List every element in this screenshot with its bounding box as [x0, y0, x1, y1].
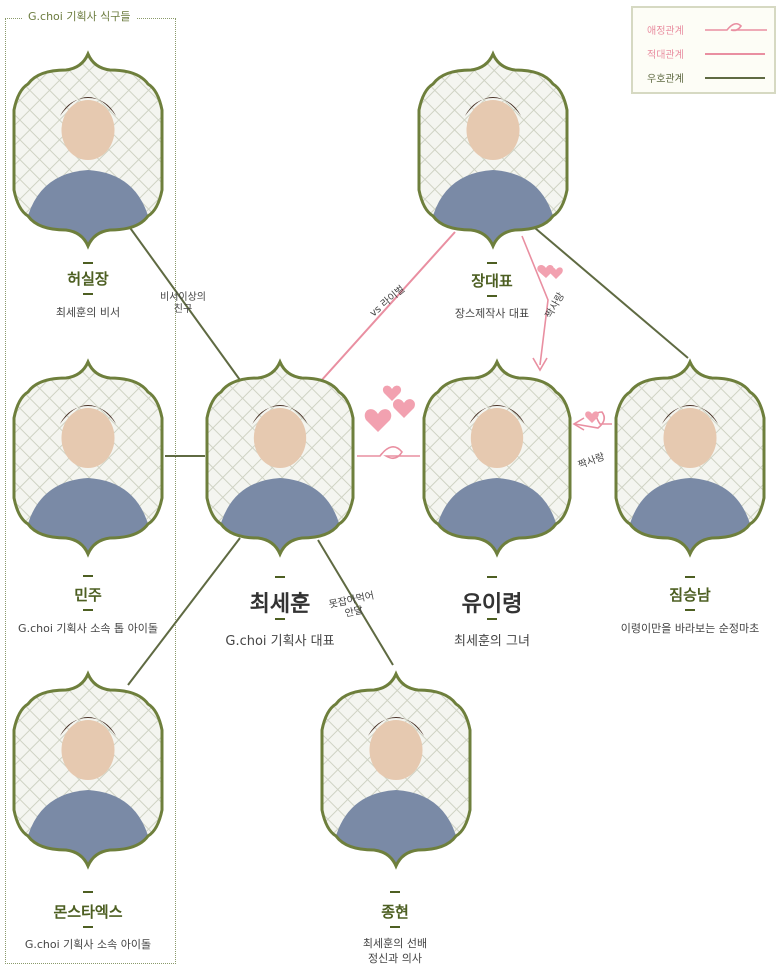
desc-monstax: G.choi 기획사 소속 아이돌	[24, 938, 152, 951]
link-choi-yu-love	[357, 446, 420, 460]
dash-minju	[83, 575, 93, 577]
legend-love-line	[705, 22, 767, 32]
dash-jimseungnam-2	[685, 609, 695, 611]
legend-love-label: 애정관계	[647, 26, 684, 37]
dash-jimseungnam	[685, 576, 695, 578]
portrait-frame-shape	[320, 670, 472, 870]
dash-jonghyeon-2	[390, 926, 400, 928]
arrow-jim-yu	[572, 417, 585, 431]
portrait-frame-shape	[614, 358, 766, 558]
name-minju: 민주	[74, 586, 102, 604]
dash-choisehun	[275, 576, 285, 578]
legend-rival-label: 적대관계	[647, 50, 684, 61]
heart-icon	[549, 267, 563, 279]
portrait-frame-heosiljang	[10, 50, 166, 250]
portrait-frame-shape	[12, 50, 164, 250]
legend-friend-line	[705, 77, 765, 79]
dash-jonghyeon	[390, 891, 400, 893]
dash-heosiljang	[83, 262, 93, 264]
link-jong-choi	[317, 539, 394, 666]
link-jang-choi-rival	[319, 231, 456, 383]
portrait-frame-jimseungnam	[612, 358, 768, 558]
name-monstax: 몬스타엑스	[53, 903, 123, 921]
portrait-frame-shape	[12, 670, 164, 870]
portrait-frame-shape	[12, 358, 164, 558]
desc-choisehun: G.choi 기획사 대표	[225, 634, 335, 649]
dash-jangdaepyo-2	[487, 295, 497, 297]
link-jang-jim	[534, 227, 689, 359]
portrait-frame-jonghyeon	[318, 670, 474, 870]
portrait-frame-shape	[422, 358, 572, 558]
portrait-frame-monstax	[10, 670, 166, 870]
portrait-frame-shape	[417, 50, 569, 250]
desc-minju: G.choi 기획사 소속 톱 아이돌	[18, 622, 158, 635]
rel-heo-choi-line2: 친구	[173, 304, 193, 315]
portrait-frame-choisehun	[203, 358, 357, 558]
name-heosiljang: 허실장	[67, 270, 109, 288]
name-choisehun: 최세훈	[249, 592, 311, 617]
name-yuiryeong: 유이령	[461, 592, 523, 617]
link-heo-choi	[127, 224, 241, 381]
heart-icon	[382, 385, 402, 401]
desc-jonghyeon: 최세훈의 선배	[362, 937, 428, 950]
desc-heosiljang: 최세훈의 비서	[55, 306, 121, 319]
dash-monstax	[83, 891, 93, 893]
rel-heo-choi: 비서이상의 친구	[160, 292, 206, 316]
dash-monstax-2	[83, 926, 93, 928]
desc-jimseungnam: 이령이만을 바라보는 순정마초	[620, 622, 760, 635]
desc-yuiryeong: 최세훈의 그녀	[454, 634, 530, 649]
portrait-frame-minju	[10, 358, 166, 558]
dash-minju-2	[83, 609, 93, 611]
name-jangdaepyo: 장대표	[471, 272, 513, 290]
rel-heo-choi-line1: 비서이상의	[160, 292, 206, 303]
link-jang-yu-love	[521, 235, 549, 366]
heart-icon	[393, 399, 415, 418]
name-jonghyeon: 종현	[381, 903, 409, 921]
dash-jangdaepyo	[487, 262, 497, 264]
dash-heosiljang-2	[83, 293, 93, 295]
agency-group-title: G.choi 기획사 식구들	[22, 8, 137, 24]
portrait-frame-jangdaepyo	[415, 50, 571, 250]
link-monstax-choi	[127, 537, 241, 686]
legend: 애정관계 적대관계 우호관계	[631, 6, 776, 94]
heart-icon	[585, 411, 599, 423]
link-jim-yu-love	[574, 411, 612, 429]
portrait-frame-yuiryeong	[420, 358, 574, 558]
legend-rival-line	[705, 53, 765, 55]
heart-icon	[537, 264, 554, 278]
arrow-jang-yu	[532, 357, 548, 372]
dash-yuiryeong-2	[487, 618, 497, 620]
name-jimseungnam: 짐승남	[669, 586, 711, 604]
portrait-frame-shape	[205, 358, 355, 558]
dash-yuiryeong	[487, 576, 497, 578]
desc2-jonghyeon: 정신과 의사	[367, 952, 423, 965]
dash-choisehun-2	[275, 618, 285, 620]
heart-icon	[364, 409, 392, 432]
legend-friend-label: 우호관계	[647, 74, 684, 85]
desc-jangdaepyo: 장스제작사 대표	[454, 307, 530, 320]
